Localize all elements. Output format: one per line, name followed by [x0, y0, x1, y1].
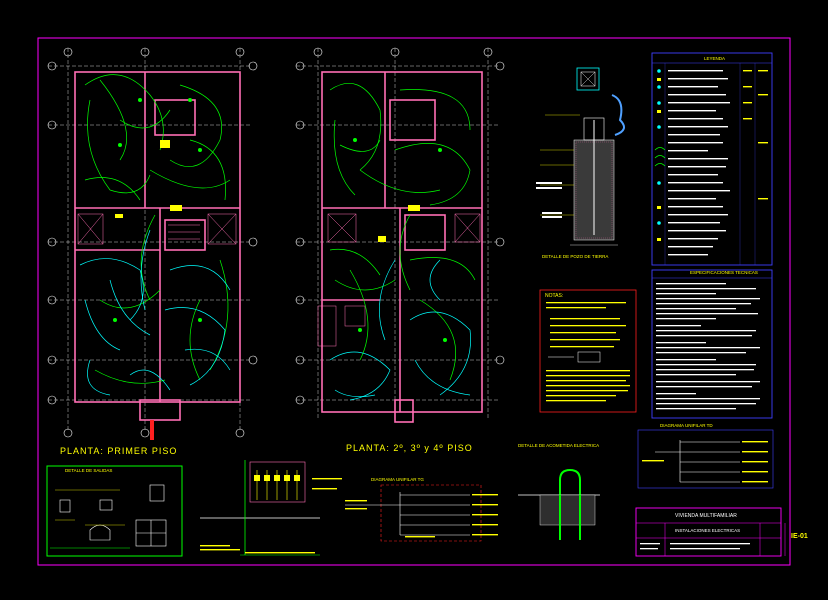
- title-block: [635, 507, 786, 557]
- diagram-title-td: DIAGRAMA UNIFILAR TD: [660, 423, 713, 428]
- plan-upper-floors: [295, 47, 505, 423]
- ground-well-title: DETALLE DE POZO DE TIERRA: [542, 254, 609, 259]
- plan-title-upper-floors: PLANTA: 2º, 3º y 4º PISO: [346, 443, 473, 453]
- legend-table: [651, 52, 773, 266]
- outlet-detail: [46, 465, 183, 557]
- plan-title-first-floor: PLANTA: PRIMER PISO: [60, 446, 178, 456]
- outlet-detail-title: DETALLE DE SALIDAS: [65, 468, 113, 473]
- single-line-diagram-td: [637, 429, 774, 489]
- legend-title: LEYENDA: [704, 56, 726, 61]
- sheet-frame: [37, 37, 791, 566]
- acometida-title: DETALLE DE ACOMETIDA ELECTRICA: [518, 443, 600, 448]
- specs-title: ESPECIFICACIONES TECNICAS: [690, 270, 758, 275]
- title-block-code: IE-01: [791, 533, 808, 540]
- plan-first-floor: [47, 47, 258, 440]
- ground-well-detail: [536, 67, 625, 246]
- diagram-title-tg: DIAGRAMA UNIFILAR TG: [371, 477, 424, 482]
- title-block-sheet: INSTALACIONES ELECTRICAS: [675, 528, 741, 533]
- service-entrance-section: [200, 460, 342, 556]
- service-entrance-detail: [518, 468, 600, 540]
- title-block-project: VIVIENDA MULTIFAMILIAR: [675, 513, 737, 519]
- notes-box: [539, 289, 637, 413]
- single-line-diagram-tg: [345, 484, 498, 542]
- technical-specs: [651, 269, 773, 419]
- notes-title: NOTAS:: [545, 293, 564, 299]
